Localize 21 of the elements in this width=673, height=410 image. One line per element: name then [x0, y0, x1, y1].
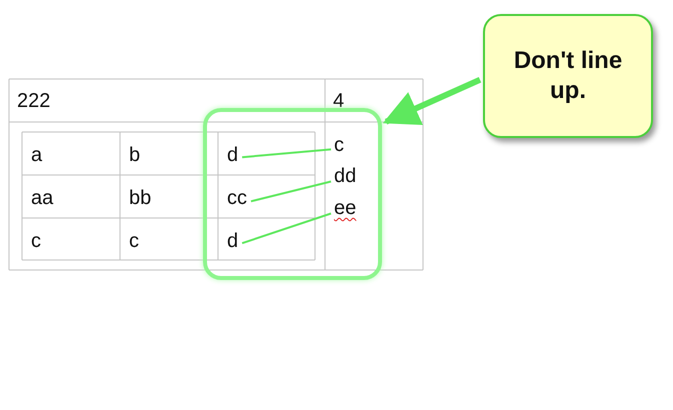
connector-line	[242, 148, 332, 158]
highlight-frame	[203, 108, 382, 280]
table-cell-text: bb	[129, 187, 152, 209]
callout-text: Don't line up.	[512, 46, 624, 106]
table-cell-text: 222	[17, 90, 50, 112]
table-cell-text: aa	[31, 187, 54, 209]
table-cell-text: a	[31, 144, 42, 166]
table-cell-text: c	[31, 230, 41, 252]
cell-text: d	[227, 144, 238, 166]
table-cell-text: c	[129, 230, 139, 252]
cell-text: d	[227, 230, 238, 252]
callout-arrow	[382, 76, 482, 125]
connector-line	[250, 180, 332, 202]
connector-line	[242, 212, 332, 244]
cell-text: ee	[334, 197, 356, 219]
cell-text: c	[334, 134, 344, 156]
table-cell-text: b	[129, 144, 140, 166]
cell-text: dd	[334, 165, 356, 187]
table-cell-text: 4	[333, 90, 344, 112]
callout-box	[483, 14, 653, 138]
cell-text: cc	[227, 187, 247, 209]
